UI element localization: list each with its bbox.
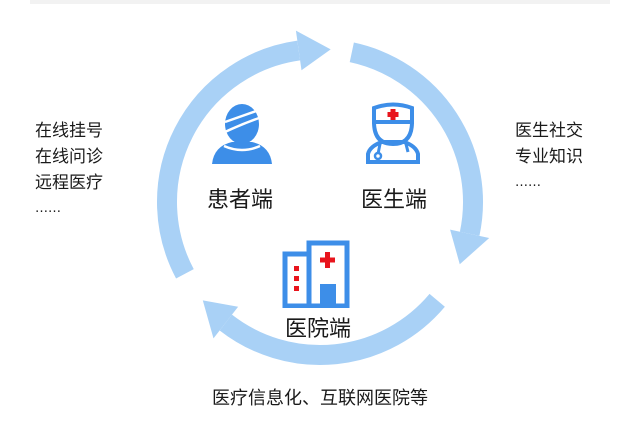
patient-icon: [212, 104, 272, 164]
right-feature: ……: [515, 175, 541, 190]
right-feature: 医生社交: [515, 121, 583, 141]
left-feature: 远程医疗: [35, 173, 103, 193]
arc-left-to-top: [157, 40, 301, 279]
hospital-icon: [282, 240, 350, 308]
left-feature: 在线问诊: [35, 147, 103, 167]
doctor-icon: [366, 102, 420, 164]
doctor-label: 医生端: [360, 188, 428, 213]
hospital-label: 医院端: [284, 317, 352, 342]
top-divider: [30, 0, 610, 4]
left-feature: 在线挂号: [35, 121, 103, 141]
arrowhead-icon: [295, 30, 331, 71]
arrowhead-icon: [202, 300, 239, 339]
left-feature: ……: [35, 201, 61, 216]
right-feature-list: 医生社交 专业知识 ……: [515, 118, 583, 196]
bottom-caption: 医疗信息化、互联网医院等: [212, 388, 428, 409]
right-feature: 专业知识: [515, 147, 583, 167]
arc-top-to-right: [349, 42, 483, 236]
patient-label: 患者端: [206, 188, 274, 213]
arrowhead-icon: [450, 229, 490, 265]
left-feature-list: 在线挂号 在线问诊 远程医疗 ……: [35, 118, 103, 222]
arc-right-to-bottom: [219, 293, 445, 365]
